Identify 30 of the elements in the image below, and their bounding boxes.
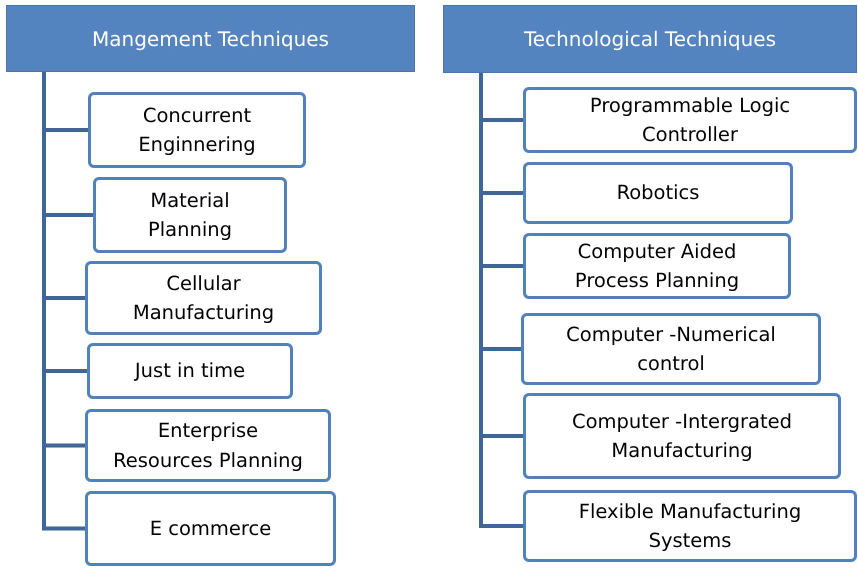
technique-label: Just in time: [134, 358, 246, 384]
connector-line: [42, 72, 85, 530]
technique-label: Robotics: [616, 180, 700, 206]
technique-label: Enterprise Resources Planning: [112, 418, 304, 474]
connector-line: [479, 73, 523, 528]
technique-box: [87, 343, 293, 399]
technique-box: [85, 491, 336, 566]
technique-label: Cellular Manufacturing: [132, 270, 276, 326]
header-label: Technological Techniques: [524, 27, 776, 51]
technique-box: [88, 92, 306, 168]
header-box: [443, 5, 857, 73]
technique-box: [85, 409, 331, 482]
technique-label: Concurrent Enginnering: [137, 102, 257, 158]
technique-label: Computer -Intergrated Manufacturing: [571, 408, 793, 464]
technique-label: Programmable Logic Controller: [588, 92, 792, 148]
technique-box: [85, 261, 322, 335]
technique-box: [523, 233, 791, 299]
technique-label: Computer -Numerical control: [565, 322, 777, 377]
technique-box: [93, 177, 287, 253]
technique-box: [521, 313, 821, 385]
technique-box: [523, 393, 841, 479]
technique-label: Material Planning: [147, 188, 233, 243]
technique-box: [523, 162, 793, 224]
technique-box: [523, 490, 857, 562]
technique-label: Flexible Manufacturing Systems: [578, 498, 802, 554]
header-box: [6, 5, 415, 72]
technique-label: Computer Aided Process Planning: [574, 238, 740, 294]
header-label: Mangement Techniques: [92, 26, 329, 50]
technique-label: E commerce: [150, 516, 272, 542]
technique-box: [523, 87, 857, 153]
